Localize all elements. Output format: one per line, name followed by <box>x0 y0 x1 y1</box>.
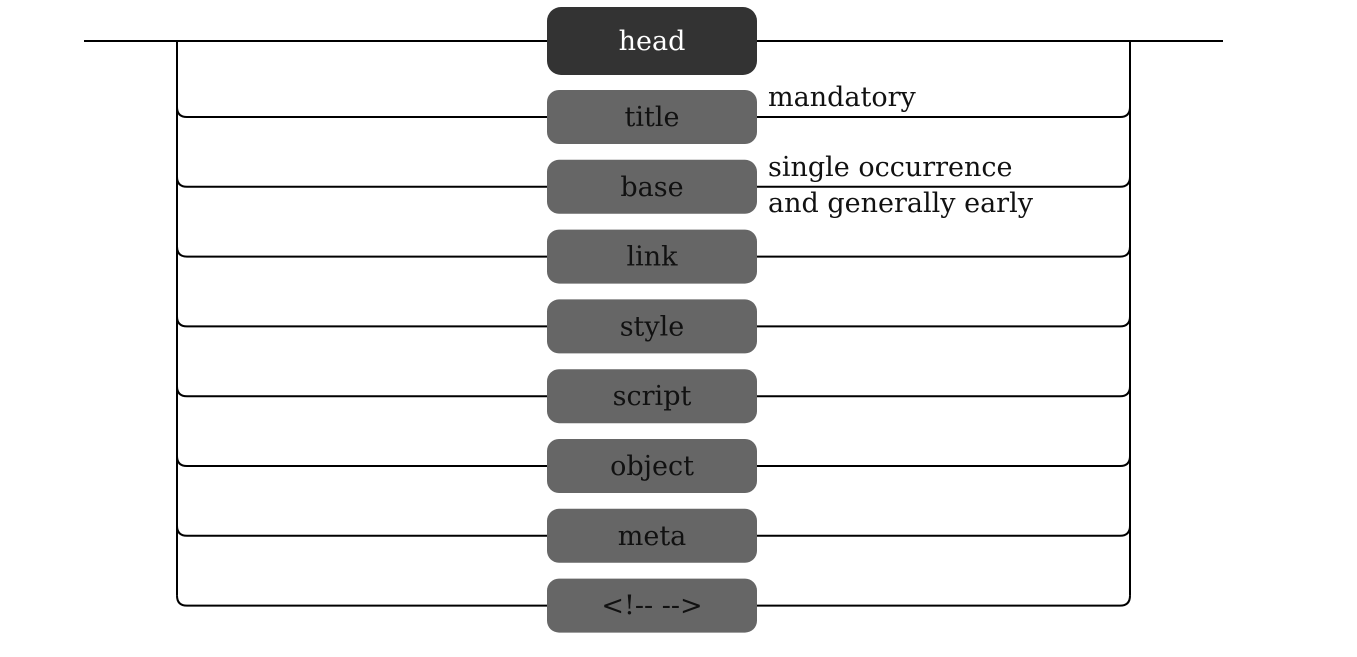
element-node <box>547 159 757 214</box>
diagram-nodes: head title base link style script object meta <!… <box>547 7 757 633</box>
element-node <box>547 578 757 633</box>
branch-line-right <box>757 316 1131 328</box>
branch-line-left <box>176 595 547 607</box>
branch-line-right <box>757 246 1131 258</box>
branch-line-right <box>757 106 1131 118</box>
branch-line-left <box>176 176 547 188</box>
branch-line-right <box>757 176 1131 188</box>
branch-line-left <box>176 246 547 258</box>
branch-line-right <box>757 525 1131 537</box>
element-node <box>547 229 757 284</box>
element-node <box>547 369 757 424</box>
element-node-label: link <box>626 242 678 273</box>
element-node-label: object <box>610 451 694 482</box>
branch-line-left <box>176 525 547 537</box>
branch-line-right <box>757 386 1131 398</box>
element-node-label: style <box>620 311 685 342</box>
connector-lines <box>84 40 1223 607</box>
element-node <box>547 508 757 563</box>
element-node-label: meta <box>618 521 687 552</box>
branch-line-right <box>757 455 1131 467</box>
element-node-label: base <box>620 172 683 203</box>
element-node-label: script <box>613 381 692 412</box>
head-node <box>547 7 757 75</box>
element-note: and generally early <box>768 188 1034 219</box>
branch-line-left <box>176 106 547 118</box>
branch-line-right <box>757 595 1131 607</box>
element-node-label: <!-- --> <box>601 591 702 622</box>
branch-line-left <box>176 316 547 328</box>
element-node <box>547 299 757 354</box>
element-note: single occurrence <box>768 152 1013 183</box>
element-note: mandatory <box>768 82 916 113</box>
diagram-notes: mandatory single occurrence and generally … <box>768 82 1034 219</box>
branch-line-left <box>176 455 547 467</box>
element-node <box>547 90 757 144</box>
branch-line-left <box>176 386 547 398</box>
element-node-label: title <box>625 102 680 133</box>
element-node <box>547 439 757 493</box>
head-node-label: head <box>619 26 686 57</box>
